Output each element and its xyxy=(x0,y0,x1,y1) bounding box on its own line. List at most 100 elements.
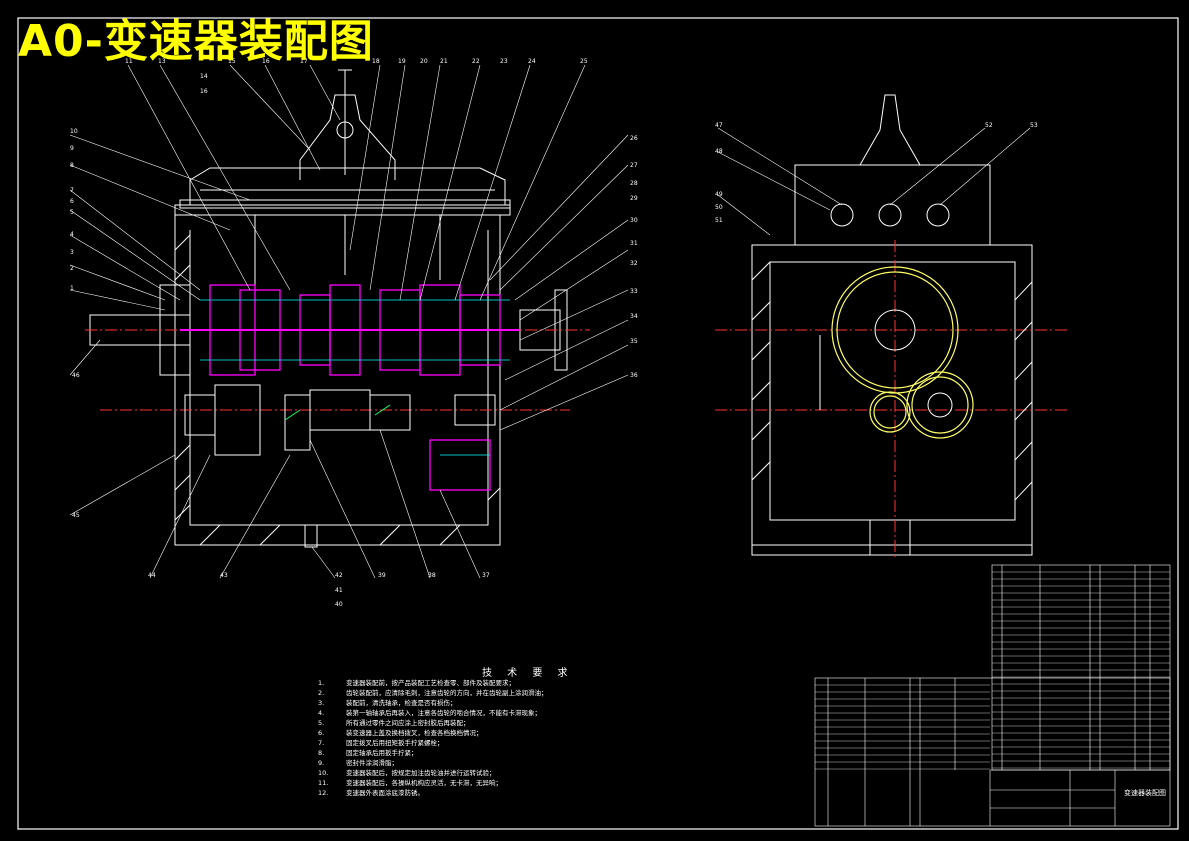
parts-list-lower xyxy=(814,677,1171,827)
svg-text:14: 14 xyxy=(200,73,208,80)
svg-text:52: 52 xyxy=(985,122,993,129)
svg-text:32: 32 xyxy=(630,260,638,267)
technical-requirement-item: 10. 变速器装配后，按规定加注齿轮油并进行运转试验； xyxy=(318,768,548,778)
leader-lines-front xyxy=(69,64,629,579)
technical-requirements-list: 1. 变速器装配前，按产品装配工艺检查零、部件及装配要求； 2. 齿轮装配前，应清除毛… xyxy=(318,678,548,798)
svg-text:2: 2 xyxy=(70,265,74,272)
page-title: A0-变速器装配图 xyxy=(18,16,374,67)
requirement-text: 变速器外表面涂底漆防锈。 xyxy=(346,789,424,797)
requirement-text: 固定轴承后用扳手拧紧； xyxy=(346,749,418,757)
requirement-number: 4. xyxy=(318,709,325,717)
svg-text:48: 48 xyxy=(715,148,723,155)
svg-text:11: 11 xyxy=(125,58,133,65)
leader-lines-side xyxy=(717,127,1031,236)
countershaft-gears xyxy=(184,384,496,456)
parts-list-rows xyxy=(815,571,1170,770)
svg-text:51: 51 xyxy=(715,217,723,224)
svg-text:21: 21 xyxy=(440,58,448,65)
requirement-text: 所有通过零件之间应涂上密封胶后再装配； xyxy=(346,719,470,727)
requirement-text: 装配前，清洗轴承，检查是否有损伤； xyxy=(346,699,457,707)
technical-requirement-item: 6.装变速器上盖及换档拨叉，检查各档换档情况； xyxy=(318,728,548,738)
technical-requirement-item: 1. 变速器装配前，按产品装配工艺检查零、部件及装配要求； xyxy=(318,678,548,688)
technical-requirement-item: 9. 密封件涂润滑脂； xyxy=(318,758,548,768)
svg-text:25: 25 xyxy=(580,58,588,65)
svg-text:19: 19 xyxy=(398,58,406,65)
front-section-view xyxy=(85,69,590,548)
svg-text:22: 22 xyxy=(472,58,480,65)
requirement-text: 固定拨叉后用扭矩扳手拧紧螺栓； xyxy=(346,739,444,747)
svg-text:40: 40 xyxy=(335,601,343,608)
svg-text:16: 16 xyxy=(262,58,270,65)
drawing-frame xyxy=(17,17,1179,830)
svg-text:28: 28 xyxy=(630,180,638,187)
svg-text:23: 23 xyxy=(500,58,508,65)
technical-requirement-item: 7.固定拨叉后用扭矩扳手拧紧螺栓； xyxy=(318,738,548,748)
shaft-details xyxy=(200,299,510,456)
side-view xyxy=(715,94,1070,560)
svg-text:46: 46 xyxy=(72,372,80,379)
requirement-number: 9. xyxy=(318,759,325,767)
svg-text:13: 13 xyxy=(158,58,166,65)
technical-requirement-item: 12. 变速器外表面涂底漆防锈。 xyxy=(318,788,548,798)
requirement-text: 装第一轴轴承后再装入，注意各齿轮的啮合情况，不能有卡滞现象； xyxy=(346,709,541,717)
svg-text:8: 8 xyxy=(70,162,74,169)
requirement-text: 变速器装配前，按产品装配工艺检查零、部件及装配要求； xyxy=(346,679,515,687)
svg-text:35: 35 xyxy=(630,338,638,345)
svg-text:44: 44 xyxy=(148,572,156,579)
technical-requirement-item: 8. 固定轴承后用扳手拧紧； xyxy=(318,748,548,758)
requirement-number: 12. xyxy=(318,789,329,797)
svg-text:47: 47 xyxy=(715,122,723,129)
svg-text:7: 7 xyxy=(70,187,74,194)
svg-text:34: 34 xyxy=(630,313,638,320)
svg-text:20: 20 xyxy=(420,58,428,65)
svg-text:42: 42 xyxy=(335,572,343,579)
svg-text:4: 4 xyxy=(70,231,74,238)
svg-text:16: 16 xyxy=(200,88,208,95)
svg-text:33: 33 xyxy=(630,288,638,295)
technical-requirement-item: 2. 齿轮装配前，应清除毛刺，注意齿轮的方向，并在齿轮副上涂润滑油； xyxy=(318,688,548,698)
svg-text:39: 39 xyxy=(378,572,386,579)
side-view-shafts xyxy=(874,309,953,418)
svg-text:41: 41 xyxy=(335,587,343,594)
technical-requirement-item: 11.变速器装配后，各操纵机构应灵活，无卡滞，无异响； xyxy=(318,778,548,788)
green-detail-marks xyxy=(284,404,391,421)
part-labels-side: 47 48 49 50 51 52 53 xyxy=(715,122,1038,224)
technical-requirement-item: 5. 所有通过零件之间应涂上密封胶后再装配； xyxy=(318,718,548,728)
svg-text:29: 29 xyxy=(630,195,638,202)
svg-text:18: 18 xyxy=(372,58,380,65)
svg-text:10: 10 xyxy=(70,128,78,135)
technical-requirements-heading: 技 术 要 求 xyxy=(482,668,574,679)
svg-text:27: 27 xyxy=(630,162,638,169)
requirement-number: 5. xyxy=(318,719,325,727)
svg-text:50: 50 xyxy=(715,204,723,211)
requirement-text: 变速器装配后，各操纵机构应灵活，无卡滞，无异响； xyxy=(346,779,502,787)
svg-text:3: 3 xyxy=(70,249,74,256)
requirement-text: 变速器装配后，按规定加注齿轮油并进行运转试验； xyxy=(346,769,496,777)
svg-text:24: 24 xyxy=(528,58,536,65)
requirement-text: 密封件涂润滑脂； xyxy=(346,759,398,767)
svg-text:43: 43 xyxy=(220,572,228,579)
technical-requirement-item: 3. 装配前，清洗轴承，检查是否有损伤； xyxy=(318,698,548,708)
svg-text:9: 9 xyxy=(70,145,74,152)
parts-list-upper xyxy=(991,564,1171,771)
requirement-number: 10. xyxy=(318,769,329,777)
svg-text:31: 31 xyxy=(630,240,638,247)
svg-text:26: 26 xyxy=(630,135,638,142)
requirement-number: 8. xyxy=(318,749,325,757)
requirement-number: 6. xyxy=(318,729,325,737)
svg-text:37: 37 xyxy=(482,572,490,579)
drawing-name-label: 变速器装配图 xyxy=(1124,789,1166,797)
svg-text:53: 53 xyxy=(1030,122,1038,129)
main-shaft-gears xyxy=(180,284,520,491)
requirement-text: 齿轮装配前，应清除毛刺，注意齿轮的方向，并在齿轮副上涂润滑油； xyxy=(346,689,548,697)
svg-text:49: 49 xyxy=(715,191,723,198)
svg-text:45: 45 xyxy=(72,512,80,519)
svg-text:1: 1 xyxy=(70,285,74,292)
requirement-number: 1. xyxy=(318,679,325,687)
requirement-number: 3. xyxy=(318,699,325,707)
svg-text:5: 5 xyxy=(70,209,74,216)
requirement-number: 2. xyxy=(318,689,325,697)
side-view-gears xyxy=(831,266,974,439)
